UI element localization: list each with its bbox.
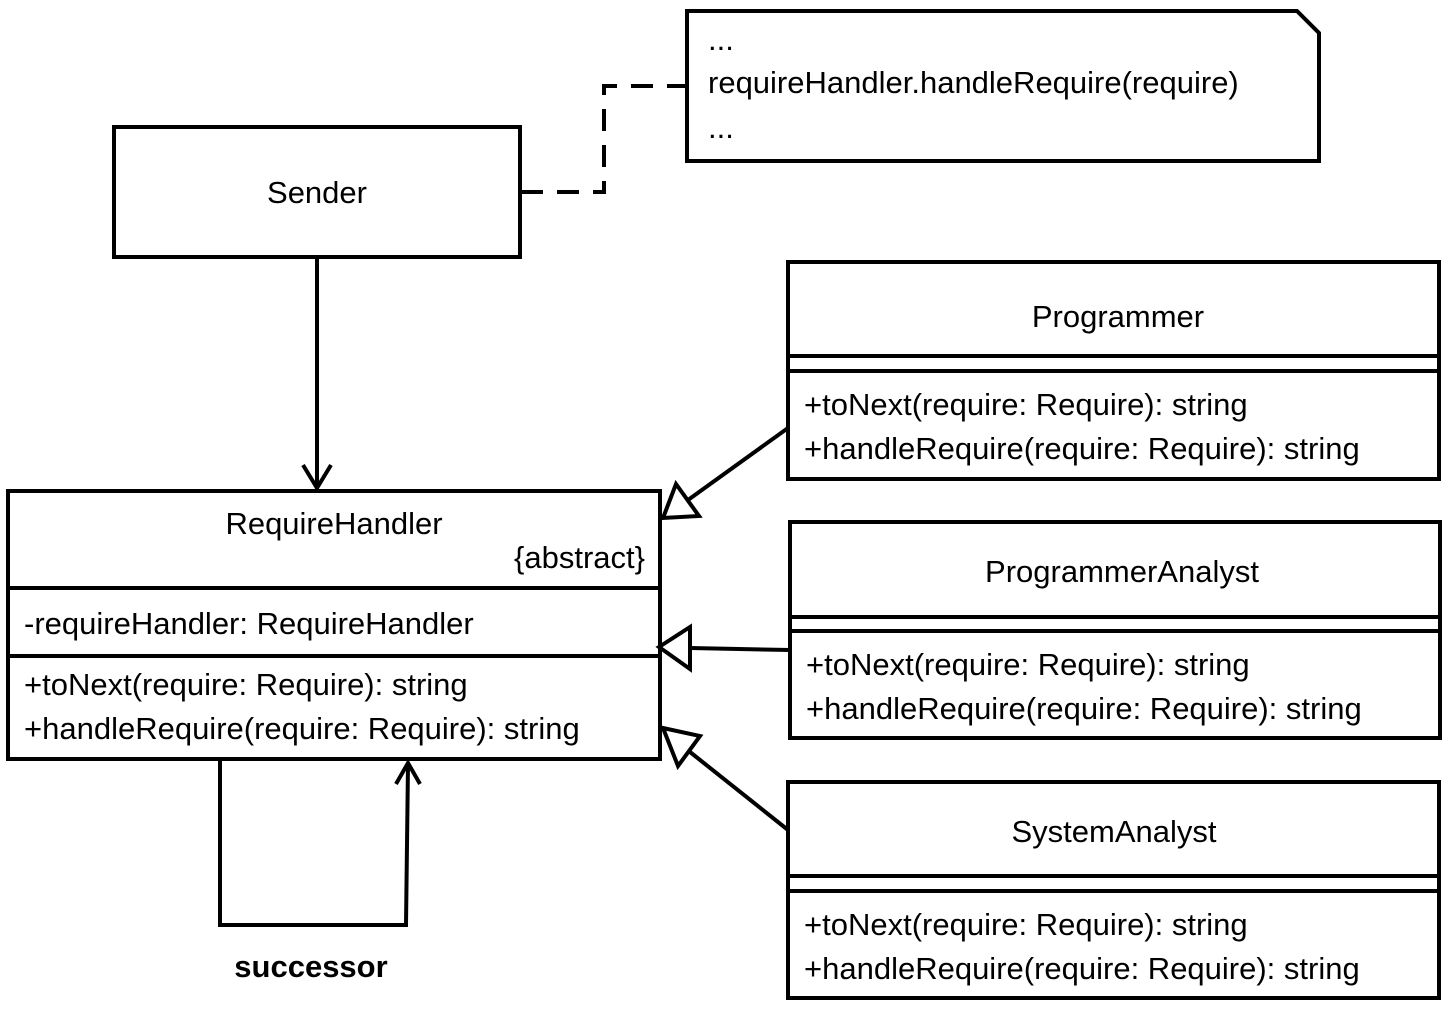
note-line-3: ...: [708, 110, 734, 145]
generalization-programmeranalyst: [655, 623, 791, 673]
requirehandler-box: [6, 489, 662, 761]
generalization-triangle: [660, 479, 703, 521]
successor-arrowhead: [394, 758, 422, 785]
generalization-line: [689, 646, 791, 652]
note-connector: [521, 84, 687, 194]
successor-association: successor: [218, 758, 422, 984]
successor-label: successor: [234, 949, 387, 984]
requirehandler-class: RequireHandler {abstract} -requireHandle…: [6, 489, 662, 761]
systemanalyst-method: +handleRequire(require: Require): string: [804, 951, 1360, 986]
note-box: [685, 9, 1321, 163]
systemanalyst-method: +toNext(require: Require): string: [804, 907, 1248, 942]
sender-class: Sender: [112, 125, 522, 259]
programmer-class: Programmer +toNext(require: Require): st…: [786, 260, 1441, 481]
note: ... requireHandler.handleRequire(require…: [685, 9, 1321, 163]
note-line-1: ...: [708, 22, 734, 57]
requirehandler-method: +toNext(require: Require): string: [24, 667, 468, 702]
systemanalyst-class: SystemAnalyst +toNext(require: Require):…: [786, 780, 1441, 1000]
generalization-line: [688, 750, 790, 832]
programmeranalyst-class: ProgrammerAnalyst +toNext(require: Requi…: [788, 520, 1442, 740]
programmeranalyst-name: ProgrammerAnalyst: [985, 554, 1259, 589]
sender-box: [112, 125, 522, 259]
generalization-programmer: [660, 426, 790, 521]
programmer-method: +toNext(require: Require): string: [804, 387, 1248, 422]
programmeranalyst-method: +toNext(require: Require): string: [806, 647, 1250, 682]
requirehandler-method: +handleRequire(require: Require): string: [24, 711, 580, 746]
requirehandler-attribute: -requireHandler: RequireHandler: [24, 606, 474, 641]
successor-line: [218, 759, 410, 927]
association-arrowhead: [301, 463, 333, 492]
generalization-triangle: [659, 725, 704, 771]
programmer-name: Programmer: [1032, 299, 1204, 334]
generalization-triangle: [655, 623, 692, 673]
sender-association: [301, 257, 333, 492]
programmeranalyst-method: +handleRequire(require: Require): string: [806, 691, 1362, 726]
systemanalyst-name: SystemAnalyst: [1011, 814, 1216, 849]
programmer-method: +handleRequire(require: Require): string: [804, 431, 1360, 466]
generalization-line: [686, 426, 790, 502]
requirehandler-name: RequireHandler: [225, 506, 442, 541]
abstract-stereotype: {abstract}: [514, 540, 645, 575]
sender-name: Sender: [267, 175, 367, 210]
note-line-2: requireHandler.handleRequire(require): [708, 65, 1239, 100]
generalization-systemanalyst: [659, 725, 790, 832]
